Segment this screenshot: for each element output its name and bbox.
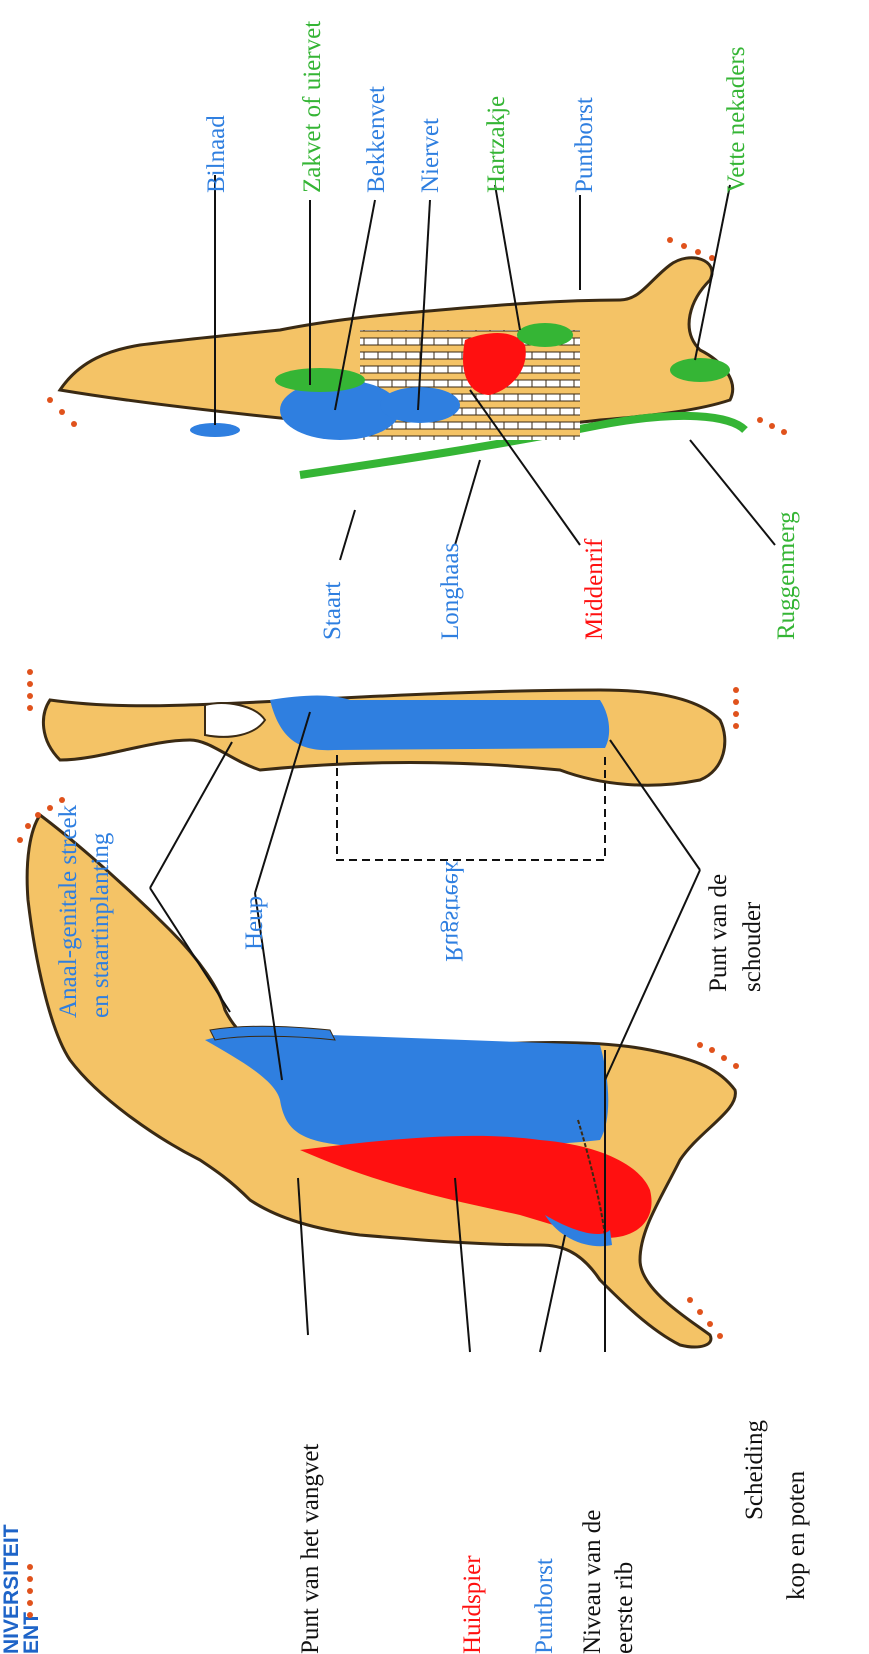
- label-niveau-2: eerste rib: [611, 1562, 638, 1654]
- right-green-zakvet: [275, 368, 365, 392]
- middle-blue-rugstreek: [270, 695, 609, 750]
- legend: Scheiding kop en poten: [27, 1420, 810, 1618]
- label-vette-nekaders: Vette nekaders: [723, 47, 750, 193]
- legend-dotted-line-icon: [27, 1564, 33, 1618]
- label-hartzakje: Hartzakje: [483, 96, 510, 193]
- logo-line2: ENT: [20, 1612, 43, 1654]
- left-carcass: [17, 797, 739, 1347]
- label-staart: Staart: [319, 582, 346, 640]
- label-ruggenmerg: Ruggenmerg: [773, 511, 800, 640]
- right-blue-bilnaad: [190, 423, 240, 437]
- label-zakvet: Zakvet of uiervet: [299, 21, 326, 193]
- legend-line1: Scheiding: [741, 1420, 768, 1520]
- label-rugstreek: Rugstreek: [440, 860, 467, 962]
- label-niervet: Niervet: [417, 118, 444, 193]
- label-huidspier: Huidspier: [459, 1555, 486, 1654]
- logo: NIVERSITEIT ENT: [0, 1524, 43, 1654]
- right-green-hartzakje: [517, 323, 573, 347]
- label-bekkenvet: Bekkenvet: [363, 86, 390, 193]
- right-carcass: [47, 237, 787, 475]
- label-middenrif: Middenrif: [581, 538, 608, 640]
- label-puntborst-left: Puntborst: [531, 1558, 558, 1654]
- label-puntborst-right: Puntborst: [571, 97, 598, 193]
- label-punt-schouder-1: Punt van de: [705, 874, 732, 992]
- right-green-nekaders: [670, 358, 730, 382]
- label-anaal-1: Anaal-genitale streek: [55, 804, 82, 1018]
- label-punt-schouder-2: schouder: [739, 901, 766, 992]
- label-heup: Heup: [241, 896, 268, 950]
- label-bilnaad: Bilnaad: [203, 115, 230, 193]
- legend-line2: kop en poten: [783, 1470, 810, 1600]
- label-anaal-2: en staartinplanting: [87, 832, 114, 1018]
- middle-carcass: [27, 669, 739, 860]
- label-longhaas: Longhaas: [437, 543, 464, 640]
- label-niveau-1: Niveau van de: [579, 1510, 606, 1654]
- label-punt-vangvet: Punt van het vangvet: [297, 1444, 324, 1654]
